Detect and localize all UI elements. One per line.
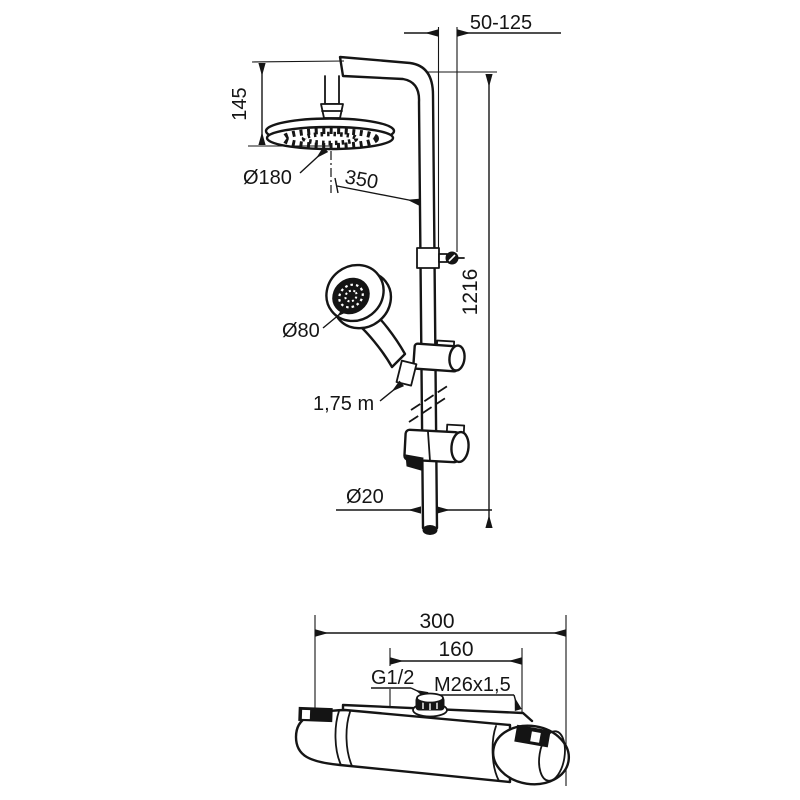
dim-head-drop: 145 <box>229 60 345 147</box>
dim-head-drop-label: 145 <box>229 87 251 120</box>
dim-pipe-diameter-label: Ø20 <box>346 486 384 508</box>
rain-shower-head <box>264 117 396 151</box>
label-hand-shower-diameter-text: Ø80 <box>282 320 320 342</box>
mixer-right-handle <box>491 724 571 786</box>
arm-to-head-connector <box>320 75 344 119</box>
left-handle-grip <box>298 706 333 723</box>
label-hose-length: 1,75 m <box>313 380 405 415</box>
label-outlet-thread-text: G1/2 <box>371 667 414 689</box>
slider-holder <box>403 423 470 471</box>
dim-arm-reach: 350 <box>334 166 421 206</box>
dim-arm-reach-label: 350 <box>343 166 380 193</box>
hose-connector <box>395 359 418 387</box>
dim-mixer-cc: 160 <box>389 638 523 712</box>
pipe-break-mark <box>408 384 450 423</box>
pipe-end-cap <box>422 525 438 535</box>
dim-mixer-width-label: 300 <box>419 610 454 633</box>
right-handle-grip <box>514 724 551 748</box>
label-riser-connection-thread: M26x1,5 <box>433 674 522 711</box>
dim-column-height-label: 1216 <box>459 269 482 316</box>
label-outlet-thread: G1/2 <box>371 667 429 699</box>
dim-top-offset-extension-lines <box>437 27 458 252</box>
label-riser-connection-thread-text: M26x1,5 <box>434 674 511 696</box>
hand-shower-head <box>325 263 393 330</box>
dim-top-offset: 50-125 <box>404 12 561 37</box>
label-hose-length-text: 1,75 m <box>313 393 374 415</box>
hand-shower-holder <box>412 339 466 373</box>
label-hand-shower-diameter: Ø80 <box>282 305 350 342</box>
label-head-diameter: Ø180 <box>243 146 329 189</box>
diverter-connector <box>416 247 465 269</box>
outlet-nut <box>412 692 448 718</box>
label-head-diameter-text: Ø180 <box>243 167 292 189</box>
dim-pipe-diameter: Ø20 <box>336 486 492 514</box>
slider-lock-knob <box>405 454 424 471</box>
shower-arm-and-riser-pipe <box>338 55 439 530</box>
dim-top-offset-label: 50-125 <box>470 12 532 34</box>
dim-mixer-cc-label: 160 <box>438 638 473 661</box>
thermostatic-mixer-valve <box>294 692 571 786</box>
